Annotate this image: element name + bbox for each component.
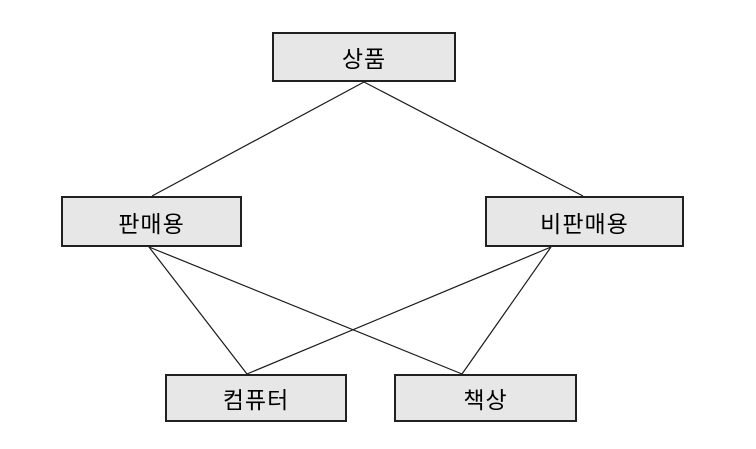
node-not-for-sale: 비판매용 bbox=[485, 196, 684, 247]
edge-product-not-for-sale bbox=[363, 81, 584, 197]
node-desk: 책상 bbox=[394, 374, 577, 422]
edge-not-for-sale-computer bbox=[246, 246, 552, 375]
edge-product-for-sale bbox=[151, 81, 365, 197]
node-computer: 컴퓨터 bbox=[165, 374, 347, 422]
node-product: 상품 bbox=[272, 32, 456, 82]
edge-not-for-sale-desk bbox=[461, 246, 552, 375]
edge-for-sale-desk bbox=[148, 246, 463, 375]
node-for-sale: 판매용 bbox=[61, 196, 242, 247]
edge-for-sale-computer bbox=[148, 246, 248, 375]
